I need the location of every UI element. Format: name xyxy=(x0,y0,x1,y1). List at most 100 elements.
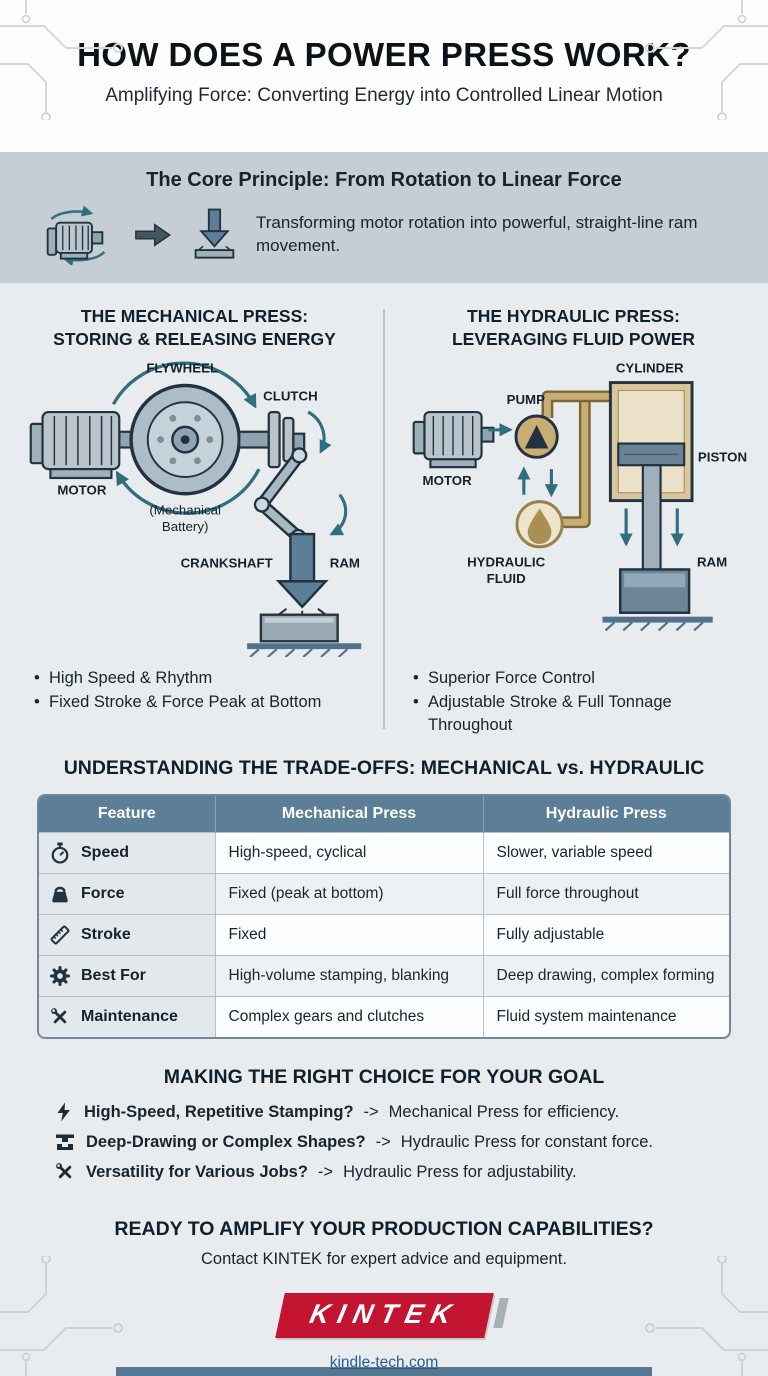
choice-item: Deep-Drawing or Complex Shapes? -> Hydra… xyxy=(54,1132,726,1152)
gear-icon xyxy=(50,966,70,987)
column-header-mechanical: Mechanical Press xyxy=(214,796,483,833)
website-link[interactable]: kindle-tech.com xyxy=(329,1354,439,1372)
hydraulic-fluid-graphic xyxy=(514,500,564,549)
bullet-item: Adjustable Stroke & Full Tonnage Through… xyxy=(413,691,743,738)
flywheel-graphic xyxy=(128,383,241,496)
table-header-row: Feature Mechanical Press Hydraulic Press xyxy=(39,796,729,833)
choice-title: MAKING THE RIGHT CHOICE FOR YOUR GOAL xyxy=(163,1066,605,1089)
table-row: Stroke Fixed Fully adjustable xyxy=(39,914,729,956)
table-row: Force Fixed (peak at bottom) Full force … xyxy=(39,873,729,915)
crankshaft-label: CRANKSHAFT xyxy=(180,556,272,571)
mechanical-press-panel: THE MECHANICAL PRESS:STORING & RELEASING… xyxy=(6,305,383,737)
hydraulic-cell: Full force throughout xyxy=(482,873,729,915)
stopwatch-icon xyxy=(51,843,69,865)
motor-label: MOTOR xyxy=(57,483,107,498)
core-principle-description: Transforming motor rotation into powerfu… xyxy=(256,213,698,255)
right-arrow-icon xyxy=(135,223,172,247)
bullet-item: Superior Force Control xyxy=(413,667,743,691)
crossed-tools-icon xyxy=(56,1163,72,1179)
mechanical-cell: High-speed, cyclical xyxy=(214,832,483,874)
mechanical-press-diagram: FLYWHEEL CLUTCH MOTOR (Mechanical Batter… xyxy=(29,361,361,658)
ram-label: RAM xyxy=(696,555,726,570)
kintek-logo: KINTEK xyxy=(274,1293,494,1339)
tradeoffs-title: UNDERSTANDING THE TRADE-OFFS: MECHANICAL… xyxy=(63,757,705,780)
page-title: HOW DOES A POWER PRESS WORK? xyxy=(77,36,691,73)
bottom-accent-bar xyxy=(116,1367,652,1376)
ground-graphic xyxy=(246,643,361,658)
column-header-feature: Feature xyxy=(39,796,215,833)
core-principle-section: The Core Principle: From Rotation to Lin… xyxy=(0,152,768,283)
bullet-item: High Speed & Rhythm xyxy=(34,667,364,691)
choice-arrow: -> xyxy=(363,1102,379,1121)
column-divider xyxy=(383,309,385,730)
ground-graphic xyxy=(602,616,713,632)
page-subtitle: Amplifying Force: Converting Energy into… xyxy=(105,85,663,106)
motor-graphic xyxy=(29,411,136,480)
hydraulic-press-panel: THE HYDRAULIC PRESS:LEVERAGING FLUID POW… xyxy=(385,305,762,737)
choice-answer: Mechanical Press for efficiency. xyxy=(388,1102,620,1121)
hydraulic-press-title: THE HYDRAULIC PRESS:LEVERAGING FLUID POW… xyxy=(451,306,696,350)
mechanical-cell: High-volume stamping, blanking xyxy=(214,955,483,997)
ram-press-icon xyxy=(194,208,235,259)
feature-label: Speed xyxy=(81,844,130,862)
pump-label: PUMP xyxy=(506,392,544,407)
ram-graphic xyxy=(618,568,690,615)
ruler-icon xyxy=(50,925,70,945)
choice-question: Deep-Drawing or Complex Shapes? xyxy=(86,1132,366,1151)
hydraulic-press-diagram: CYLINDER PUMP PISTON MOTOR HYDRAULIC FLU… xyxy=(412,361,747,632)
mechanical-cell: Fixed xyxy=(214,914,483,956)
kintek-logo-text: KINTEK xyxy=(306,1299,462,1330)
tools-icon xyxy=(51,1008,67,1024)
bullet-item: Fixed Stroke & Force Peak at Bottom xyxy=(34,691,364,715)
piston-label: PISTON xyxy=(697,449,746,464)
table-row: Maintenance Complex gears and clutches F… xyxy=(39,996,729,1038)
column-header-hydraulic: Hydraulic Press xyxy=(482,796,729,833)
choice-item: Versatility for Various Jobs? -> Hydraul… xyxy=(54,1161,726,1183)
header: HOW DOES A POWER PRESS WORK? Amplifying … xyxy=(0,0,768,152)
cta-subtitle: Contact KINTEK for expert advice and equ… xyxy=(201,1250,567,1269)
cylinder-label: CYLINDER xyxy=(615,361,683,376)
hydraulic-cell: Fluid system maintenance xyxy=(482,996,729,1038)
hydraulic-bullets: Superior Force Control Adjustable Stroke… xyxy=(413,667,758,737)
choice-section: MAKING THE RIGHT CHOICE FOR YOUR GOAL Hi… xyxy=(0,1053,768,1198)
mechanical-press-title: THE MECHANICAL PRESS:STORING & RELEASING… xyxy=(53,306,336,350)
hydraulic-cell: Slower, variable speed xyxy=(482,832,729,874)
mechanical-cell: Complex gears and clutches xyxy=(214,996,483,1038)
feature-label: Stroke xyxy=(81,926,131,944)
cta-title: READY TO AMPLIFY YOUR PRODUCTION CAPABIL… xyxy=(114,1218,654,1241)
press-die-icon xyxy=(56,1134,74,1151)
core-principle-title: The Core Principle: From Rotation to Lin… xyxy=(146,169,622,191)
choice-arrow: -> xyxy=(375,1132,391,1151)
clutch-label: CLUTCH xyxy=(263,388,318,403)
hydraulic-cell: Fully adjustable xyxy=(482,914,729,956)
tradeoffs-section: UNDERSTANDING THE TRADE-OFFS: MECHANICAL… xyxy=(0,741,768,1053)
hydraulic-fluid-label: HYDRAULIC xyxy=(467,555,546,570)
choice-item: High-Speed, Repetitive Stamping? -> Mech… xyxy=(54,1101,726,1123)
mechanical-bullets: High Speed & Rhythm Fixed Stroke & Force… xyxy=(34,667,379,714)
weight-icon xyxy=(52,887,68,903)
choice-arrow: -> xyxy=(317,1162,334,1181)
mechanical-battery-label: Battery) xyxy=(161,519,207,534)
pump-graphic xyxy=(513,414,559,459)
table-row: Best For High-volume stamping, blanking … xyxy=(39,955,729,997)
press-diagrams-section: THE MECHANICAL PRESS:STORING & RELEASING… xyxy=(0,283,768,741)
table-row: Speed High-speed, cyclical Slower, varia… xyxy=(39,832,729,874)
hydraulic-fluid-label: FLUID xyxy=(486,571,525,586)
choice-answer: Hydraulic Press for constant force. xyxy=(400,1132,653,1151)
flow-arrows-graphic xyxy=(487,423,684,547)
motor-graphic xyxy=(412,411,494,469)
choice-question: Versatility for Various Jobs? xyxy=(86,1162,308,1181)
ram-graphic xyxy=(275,533,329,609)
rotating-motor-icon xyxy=(46,205,106,265)
hydraulic-cell: Deep drawing, complex forming xyxy=(482,955,729,997)
choice-question: High-Speed, Repetitive Stamping? xyxy=(84,1102,354,1121)
feature-label: Force xyxy=(81,885,125,903)
motor-label: MOTOR xyxy=(422,473,472,488)
mechanical-cell: Fixed (peak at bottom) xyxy=(214,873,483,915)
flywheel-label: FLYWHEEL xyxy=(146,361,218,376)
lightning-icon xyxy=(57,1102,70,1122)
feature-label: Maintenance xyxy=(81,1008,178,1026)
footer: READY TO AMPLIFY YOUR PRODUCTION CAPABIL… xyxy=(0,1198,768,1372)
feature-label: Best For xyxy=(81,967,146,985)
